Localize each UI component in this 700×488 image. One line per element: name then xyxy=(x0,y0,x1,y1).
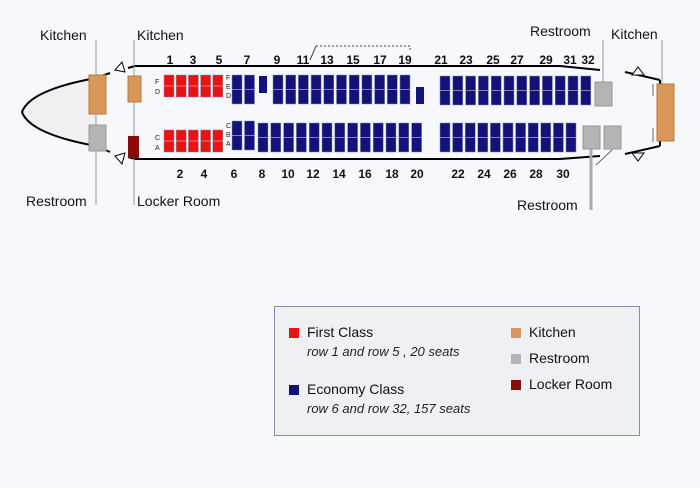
row-number-top: 7 xyxy=(244,53,251,67)
row-number-top: 31 xyxy=(563,53,577,67)
exit-front-bottom-icon xyxy=(114,152,126,166)
row-number-bottom: 20 xyxy=(410,167,424,181)
legend-kitchen: Kitchen xyxy=(511,324,576,340)
label-kitchen-rear: Kitchen xyxy=(611,26,658,42)
row-number-bottom: 28 xyxy=(529,167,543,181)
row-number-top: 29 xyxy=(539,53,553,67)
fuselage-nose xyxy=(20,77,97,147)
row-number-top: 13 xyxy=(320,53,334,67)
row-number-top: 3 xyxy=(190,53,197,67)
leader-line xyxy=(316,45,411,52)
row-number-top: 15 xyxy=(346,53,360,67)
row-number-bottom: 22 xyxy=(451,167,465,181)
label-locker-room: Locker Room xyxy=(137,193,221,209)
locker-room-swatch xyxy=(511,380,521,391)
row-number-top: 23 xyxy=(459,53,473,67)
seat-letter: B xyxy=(226,132,231,139)
seat-letter: D xyxy=(226,93,231,100)
legend-first-class: First Class xyxy=(289,324,373,340)
seat-letter: F xyxy=(155,79,159,86)
legend-kitchen-label: Kitchen xyxy=(529,324,576,340)
exit-sign-mid xyxy=(416,87,424,104)
row-number-top: 27 xyxy=(510,53,524,67)
exit-front-top-icon xyxy=(114,60,126,73)
row-number-bottom: 8 xyxy=(259,167,266,181)
legend-locker-room-label: Locker Room xyxy=(529,376,613,392)
label-kitchen-front-outer: Kitchen xyxy=(40,27,87,43)
label-kitchen-front-inner: Kitchen xyxy=(137,27,184,43)
row-number-top: 17 xyxy=(373,53,387,67)
row-number-top: 9 xyxy=(274,53,281,67)
restroom-rear-top xyxy=(594,81,613,107)
row-number-bottom: 24 xyxy=(477,167,491,181)
label-restroom-front: Restroom xyxy=(26,193,87,209)
row-number-top: 19 xyxy=(398,53,412,67)
seat-letter: E xyxy=(226,84,231,91)
restroom-rear-bottom-1 xyxy=(582,125,601,150)
locker-room xyxy=(128,136,139,158)
row-number-top: 25 xyxy=(486,53,500,67)
legend-restroom: Restroom xyxy=(511,350,590,366)
economy-swatch xyxy=(289,385,299,396)
legend-economy: Economy Class xyxy=(289,381,404,397)
legend: First Class row 1 and row 5 , 20 seats E… xyxy=(274,306,640,436)
legend-first-class-title: First Class xyxy=(307,324,374,340)
row-number-bottom: 10 xyxy=(281,167,295,181)
row-number-top: 1 xyxy=(167,53,174,67)
kitchen-rear xyxy=(656,83,675,142)
seat-letter: A xyxy=(155,145,160,152)
kitchen-front-inner xyxy=(127,75,142,103)
row-number-bottom: 4 xyxy=(201,167,208,181)
restroom-swatch xyxy=(511,354,521,365)
restroom-front xyxy=(88,124,107,152)
kitchen-swatch xyxy=(511,328,521,339)
label-restroom-rear-bottom: Restroom xyxy=(517,197,578,213)
seat-letter: C xyxy=(155,135,160,142)
row-number-top: 11 xyxy=(297,53,310,67)
row-number-bottom: 26 xyxy=(503,167,517,181)
exit-rear-bottom-icon xyxy=(631,152,645,162)
seat-letter: A xyxy=(226,141,231,148)
exit-rear-top-icon xyxy=(631,66,645,76)
row-number-top: 21 xyxy=(434,53,448,67)
exit-sign-front xyxy=(259,76,267,93)
row-number-bottom: 6 xyxy=(231,167,238,181)
row-number-bottom: 2 xyxy=(177,167,184,181)
legend-locker-room: Locker Room xyxy=(511,376,612,392)
row-number-bottom: 16 xyxy=(358,167,372,181)
leader-line xyxy=(309,45,317,61)
label-restroom-rear-top: Restroom xyxy=(530,23,591,39)
kitchen-front-outer xyxy=(88,74,107,115)
legend-economy-detail: row 6 and row 32, 157 seats xyxy=(307,401,471,416)
legend-first-class-detail: row 1 and row 5 , 20 seats xyxy=(307,344,460,359)
legend-restroom-label: Restroom xyxy=(529,350,590,366)
first-class-swatch xyxy=(289,328,299,339)
row-number-top: 5 xyxy=(216,53,223,67)
row-number-bottom: 30 xyxy=(556,167,570,181)
seat-letter: F xyxy=(226,75,230,82)
leader-line xyxy=(595,149,613,166)
seat-letter: C xyxy=(226,123,231,130)
row-number-bottom: 18 xyxy=(385,167,399,181)
restroom-rear-bottom-2 xyxy=(603,125,622,150)
row-number-bottom: 14 xyxy=(332,167,346,181)
legend-economy-title: Economy Class xyxy=(307,381,405,397)
row-number-bottom: 12 xyxy=(306,167,320,181)
row-number-top: 32 xyxy=(581,53,595,67)
seat-letter: D xyxy=(155,89,160,96)
